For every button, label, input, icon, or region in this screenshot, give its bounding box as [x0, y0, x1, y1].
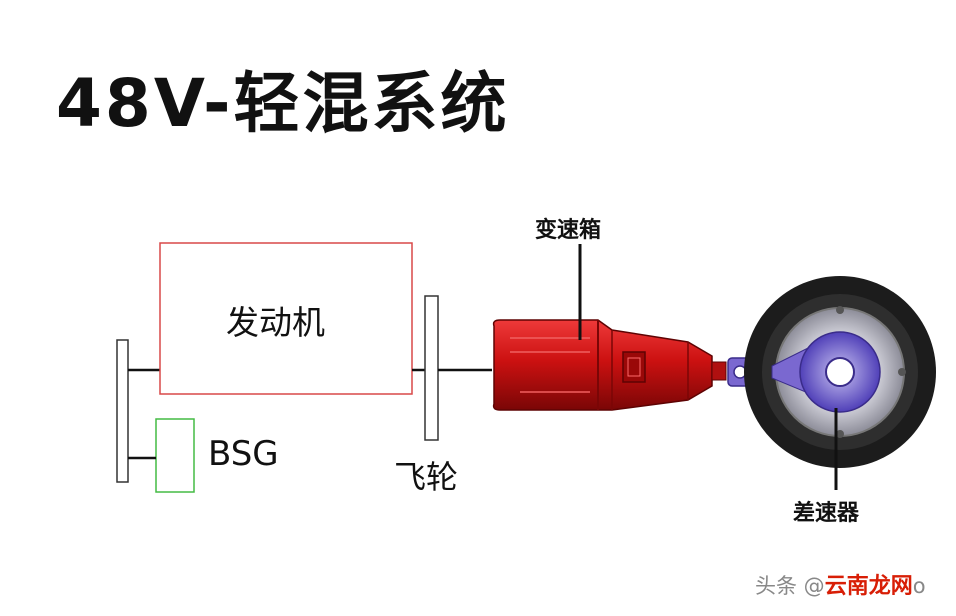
watermark-suffix: o: [912, 574, 926, 598]
diagram-title: 48V-轻混系统: [56, 65, 510, 142]
flywheel-label: 飞轮: [394, 458, 459, 496]
engine-label: 发动机: [226, 303, 325, 342]
differential-wheel: [744, 276, 936, 468]
gearbox: [492, 319, 713, 411]
watermark-highlight: 云南龙网: [824, 574, 913, 599]
watermark: 头条 @云南龙网o: [755, 568, 926, 600]
watermark-prefix: 头条 @: [755, 574, 825, 598]
gearbox-label: 变速箱: [535, 218, 602, 243]
bsg-label: BSG: [208, 434, 279, 474]
flywheel: [424, 295, 439, 441]
engine-block: [159, 242, 413, 395]
pulley-plate: [116, 339, 129, 483]
bsg-box: [155, 418, 195, 493]
differential-label: 差速器: [793, 501, 860, 526]
